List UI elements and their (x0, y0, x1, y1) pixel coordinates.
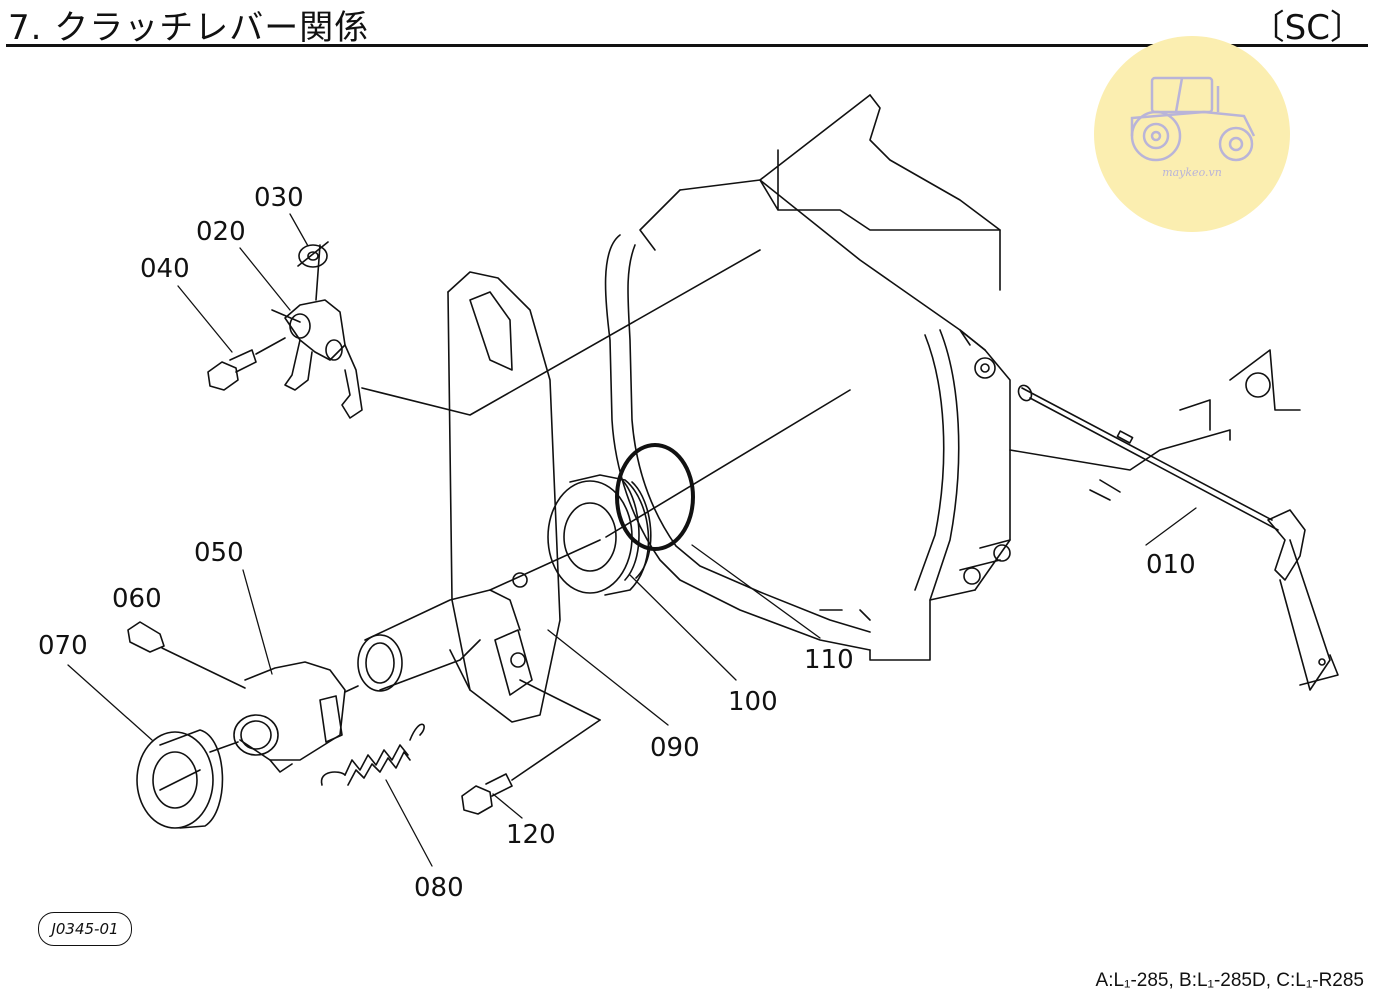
return-spring-080 (320, 723, 425, 786)
label-070: 070 (38, 631, 88, 661)
label-030: 030 (254, 183, 304, 213)
title-rule (6, 44, 1368, 47)
model-code: 〔SC〕 (1250, 8, 1364, 48)
clutch-housing (604, 94, 1301, 661)
model-applicability-note: A:L₁-285, B:L₁-285D, C:L₁-R285 (1095, 970, 1364, 991)
bolt-120 (461, 719, 601, 815)
label-060: 060 (112, 584, 162, 614)
clutch-lever-020 (271, 244, 761, 419)
label-040: 040 (140, 254, 190, 284)
release-fork-090 (357, 271, 601, 723)
washer-030 (297, 241, 329, 268)
bolt-040 (207, 337, 286, 391)
release-bearing-070 (136, 729, 239, 829)
clutch-shaft-010 (1017, 384, 1339, 691)
bearing-housing-100 (547, 389, 851, 596)
label-050: 050 (194, 538, 244, 568)
tractor-icon (1130, 76, 1256, 162)
watermark-text: maykeo.vn (1162, 166, 1222, 179)
label-100: 100 (728, 687, 778, 717)
part-labels: 030 020 040 050 060 070 080 120 090 100 … (38, 183, 1196, 903)
release-hub-050 (233, 661, 359, 773)
label-110: 110 (804, 645, 854, 675)
grease-fitting-060 (127, 621, 246, 689)
label-120: 120 (506, 820, 556, 850)
label-080: 080 (414, 873, 464, 903)
label-020: 020 (196, 217, 246, 247)
page-title: 7. クラッチレバー関係 (8, 8, 370, 48)
figure-code-badge: J0345-01 (38, 912, 132, 946)
watermark-badge: maykeo.vn (1094, 36, 1290, 232)
label-010: 010 (1146, 550, 1196, 580)
label-090: 090 (650, 733, 700, 763)
leader-lines (67, 213, 1197, 867)
o-ring-110 (615, 443, 695, 551)
